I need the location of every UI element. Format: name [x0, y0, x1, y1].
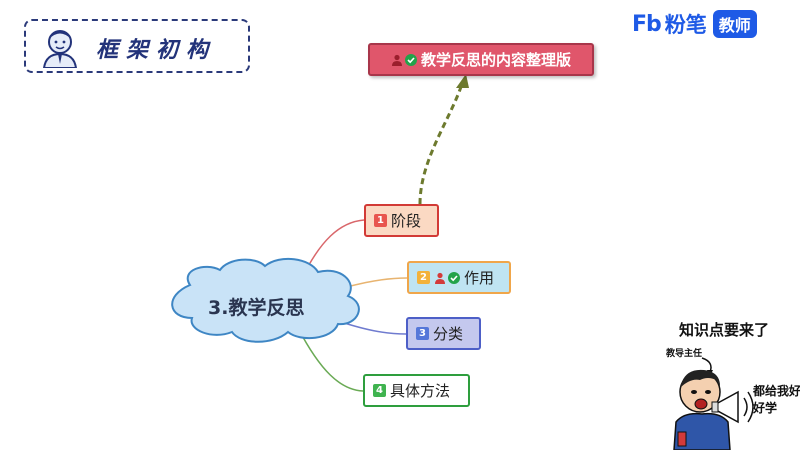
connector-to-method — [297, 327, 364, 392]
check-icon — [448, 271, 460, 284]
branch-number-badge: 2 — [417, 271, 430, 284]
teacher-megaphone-illustration — [673, 357, 754, 450]
logo-text: 粉笔 — [664, 13, 707, 37]
callout-side-text: 都给我好好学 — [753, 384, 800, 415]
logo-badge: 教师 — [712, 10, 757, 38]
branch-label: 阶段 — [391, 212, 422, 230]
logo-mark: Fb — [632, 11, 662, 37]
page-title: 框架初构 — [96, 37, 217, 63]
center-cloud-shape — [171, 257, 360, 343]
callout-boss-label: 教导主任 — [666, 349, 703, 359]
dashed-link-arrow — [418, 83, 464, 205]
person-icon — [435, 272, 445, 284]
brand-logo: Fb 粉笔 教师 — [632, 10, 757, 38]
branch-number-badge: 4 — [373, 384, 386, 397]
branch-number-badge: 3 — [416, 327, 429, 340]
branch-label: 分类 — [433, 325, 464, 343]
branch-stage: 1 阶段 — [364, 204, 439, 237]
top-node-label: 教学反思的内容整理版 — [420, 51, 571, 69]
teacher-avatar-icon — [42, 30, 78, 68]
branch-number-badge: 1 — [374, 214, 387, 227]
center-topic: 3.教学反思 — [208, 297, 305, 319]
branch-label: 作用 — [464, 269, 495, 287]
person-icon — [391, 54, 402, 66]
branch-category: 3 分类 — [406, 317, 481, 350]
callout-main-text: 知识点要来了 — [679, 321, 770, 339]
top-node-summary: 教学反思的内容整理版 — [368, 43, 594, 76]
section-title-box: 框架初构 — [24, 19, 250, 73]
branch-function: 2 作用 — [407, 261, 511, 294]
branch-method: 4 具体方法 — [363, 374, 470, 407]
check-icon — [404, 53, 417, 66]
branch-label: 具体方法 — [390, 382, 451, 400]
dashed-link-arrowhead — [456, 74, 469, 88]
